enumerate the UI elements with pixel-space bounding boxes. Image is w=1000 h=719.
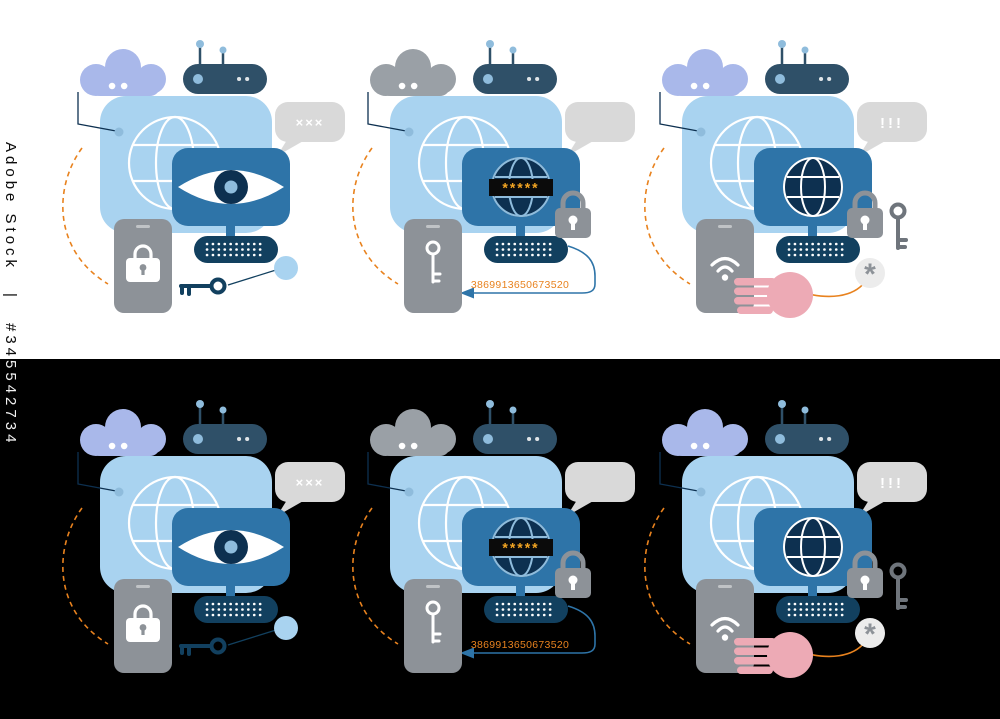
watermark-asset-id: #345542734	[2, 323, 19, 447]
illustration-2-dark: ***** 3869913650673520	[352, 398, 635, 673]
censored-text: ×××	[296, 115, 325, 130]
globe-icon	[782, 516, 844, 578]
watermark-separator: |	[2, 293, 19, 302]
asterisk-badge	[855, 258, 885, 288]
arrow-icon	[460, 287, 474, 299]
cloud-icon	[80, 409, 166, 456]
key-icon	[179, 277, 227, 296]
globe-icon	[782, 156, 844, 218]
password-field	[489, 179, 553, 196]
censored-text: ×××	[296, 475, 325, 490]
router-icon	[763, 38, 851, 96]
asterisk-icon: *	[864, 258, 876, 291]
dot-accent	[274, 256, 298, 280]
hand-icon	[734, 272, 813, 318]
arrow-icon	[460, 647, 474, 659]
password-mask-text: *****	[502, 540, 539, 556]
data-flow-line	[472, 605, 596, 654]
illustration-1-light: ×××	[62, 38, 345, 313]
key-connector-line	[227, 629, 277, 646]
router-icon	[763, 398, 851, 456]
cloud-icon	[662, 409, 748, 456]
cloud-icon	[370, 49, 456, 96]
router-icon	[471, 38, 559, 96]
router-icon	[181, 38, 269, 96]
keyboard-icon	[192, 594, 280, 625]
asterisk-badge	[855, 618, 885, 648]
key-icon	[889, 202, 908, 250]
speech-bubble-icon	[565, 102, 635, 156]
cloud-icon	[80, 49, 166, 96]
router-icon	[471, 398, 559, 456]
asterisk-icon: *	[864, 618, 876, 651]
data-flow-line	[472, 245, 596, 294]
hand-icon	[734, 632, 813, 678]
card-number-text: 3869913650673520	[471, 639, 569, 651]
keyboard-icon	[192, 234, 280, 265]
card-number-text: 3869913650673520	[471, 279, 569, 291]
illustration-2-light: ***** 3869913650673520	[352, 38, 635, 313]
password-field	[489, 539, 553, 556]
key-icon	[889, 562, 908, 610]
cloud-icon	[370, 409, 456, 456]
alert-text: !!!	[880, 475, 904, 492]
password-mask-text: *****	[502, 180, 539, 196]
watermark-brand: Adobe Stock	[2, 142, 19, 272]
cloud-icon	[662, 49, 748, 96]
illustration-3-light: !!! *	[644, 38, 927, 318]
router-icon	[181, 398, 269, 456]
keyboard-icon	[482, 234, 570, 265]
speech-bubble-icon	[565, 462, 635, 516]
dot-accent	[274, 616, 298, 640]
keyboard-icon	[482, 594, 570, 625]
key-icon	[179, 637, 227, 656]
illustration-1-dark: ×××	[62, 398, 345, 673]
key-connector-line	[227, 269, 277, 286]
illustration-3-dark: !!! *	[644, 398, 927, 678]
watermark: Adobe Stock | #345542734	[2, 138, 19, 451]
keyboard-icon	[774, 594, 862, 625]
alert-text: !!!	[880, 115, 904, 132]
keyboard-icon	[774, 234, 862, 265]
